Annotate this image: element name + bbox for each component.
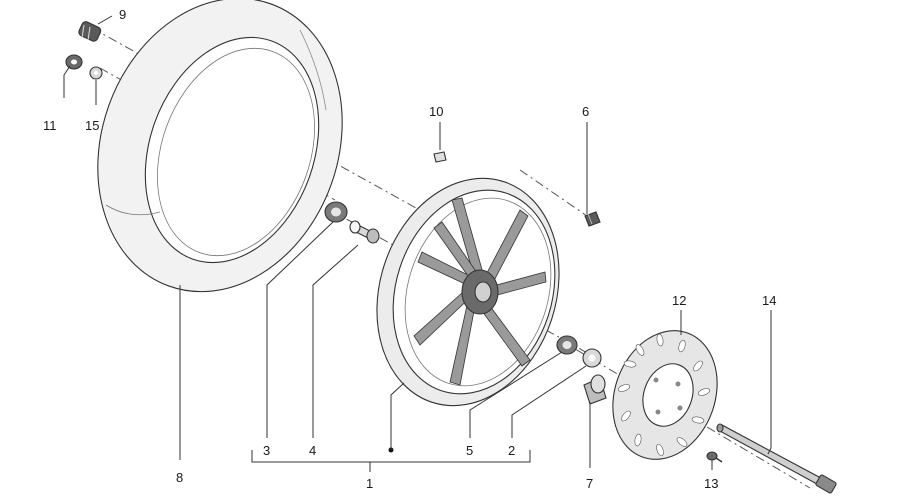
callout-5: 5: [466, 443, 473, 458]
brake-disc-icon: [612, 330, 718, 460]
valve-nut-icon: [65, 54, 83, 70]
valve-cap-icon: [78, 21, 102, 42]
valve-washer-icon: [89, 66, 103, 80]
callout-9: 9: [119, 7, 126, 22]
axle-icon: [716, 423, 837, 494]
bearing-right-icon: [556, 335, 578, 355]
spacer-tube-icon: [349, 220, 380, 244]
callout-1: 1: [366, 476, 373, 491]
callout-6: 6: [582, 104, 589, 119]
callout-15: 15: [85, 118, 99, 133]
disc-screw-icon: [706, 451, 723, 463]
leader-lines: [63, 15, 772, 472]
callout-3: 3: [263, 443, 270, 458]
callout-4: 4: [309, 443, 316, 458]
washer-icon: [582, 348, 602, 368]
callout-2: 2: [508, 443, 515, 458]
bearing-left-icon: [324, 201, 348, 223]
callout-10: 10: [429, 104, 443, 119]
callout-11: 11: [43, 118, 57, 133]
callout-7: 7: [586, 476, 593, 491]
balance-weight-icon: [433, 151, 447, 163]
valve-stem-icon: [584, 211, 601, 227]
spacer-bush-icon: [583, 374, 607, 405]
callout-12: 12: [672, 293, 686, 308]
callout-labels: 9 11 15 10 6 12 14 3 4 5 2 8 1 7 13: [43, 7, 776, 491]
callout-13: 13: [704, 476, 718, 491]
callout-14: 14: [762, 293, 776, 308]
callout-8: 8: [176, 470, 183, 485]
wheel-rim-icon: [376, 177, 560, 453]
tyre-icon: [97, 0, 343, 293]
